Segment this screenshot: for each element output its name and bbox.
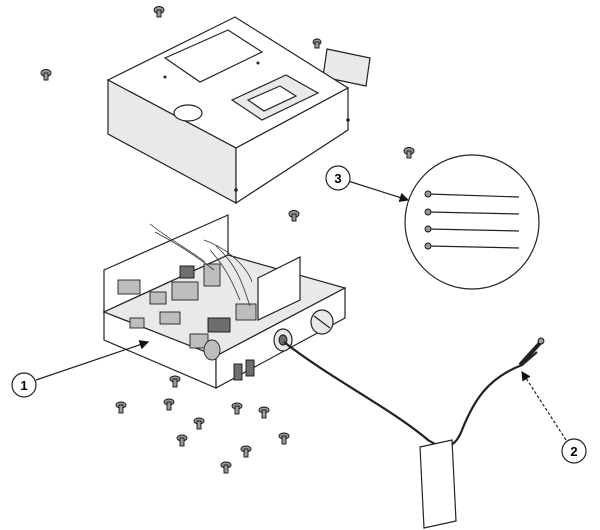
relay-block [117,279,141,295]
loose-screw-middle [288,210,300,222]
cable-tag [419,439,457,529]
rod-1 [424,190,520,198]
callout-1: 1 [11,372,37,398]
callout-2-label: 2 [570,444,577,459]
screw [115,401,127,414]
screw [169,375,181,388]
base-chassis [102,214,347,390]
screw [193,417,205,430]
callout-3: 3 [325,165,351,191]
loose-screw-left [40,69,52,81]
loose-screw-top [153,6,165,18]
callout-3-label: 3 [334,171,341,186]
callout-1-leader [35,340,150,381]
lid-window [163,29,264,83]
screw [240,445,252,458]
screw [231,402,243,415]
screw [163,398,175,411]
loose-screw-right [403,147,415,159]
cover-plate [322,48,371,87]
rod-3 [424,225,520,233]
callout-3-leader [347,180,410,203]
rod-4 [424,242,520,250]
side-bracket [257,256,301,321]
callout-2-leader [521,370,567,441]
top-lid [106,16,350,205]
screw-set-bottom [115,375,290,474]
screw [278,432,290,445]
screw [220,461,232,474]
rod-2 [424,208,520,216]
callout-2: 2 [561,438,587,464]
front-terminal-1 [233,363,243,381]
rod-detail-circle [404,154,540,290]
screw [258,406,270,419]
callout-1-label: 1 [20,378,27,393]
sensor-cable [283,337,545,448]
lid-round-hole [173,104,203,122]
screw [176,434,188,447]
front-terminal-2 [245,359,255,377]
loose-screw-lid [312,38,322,49]
